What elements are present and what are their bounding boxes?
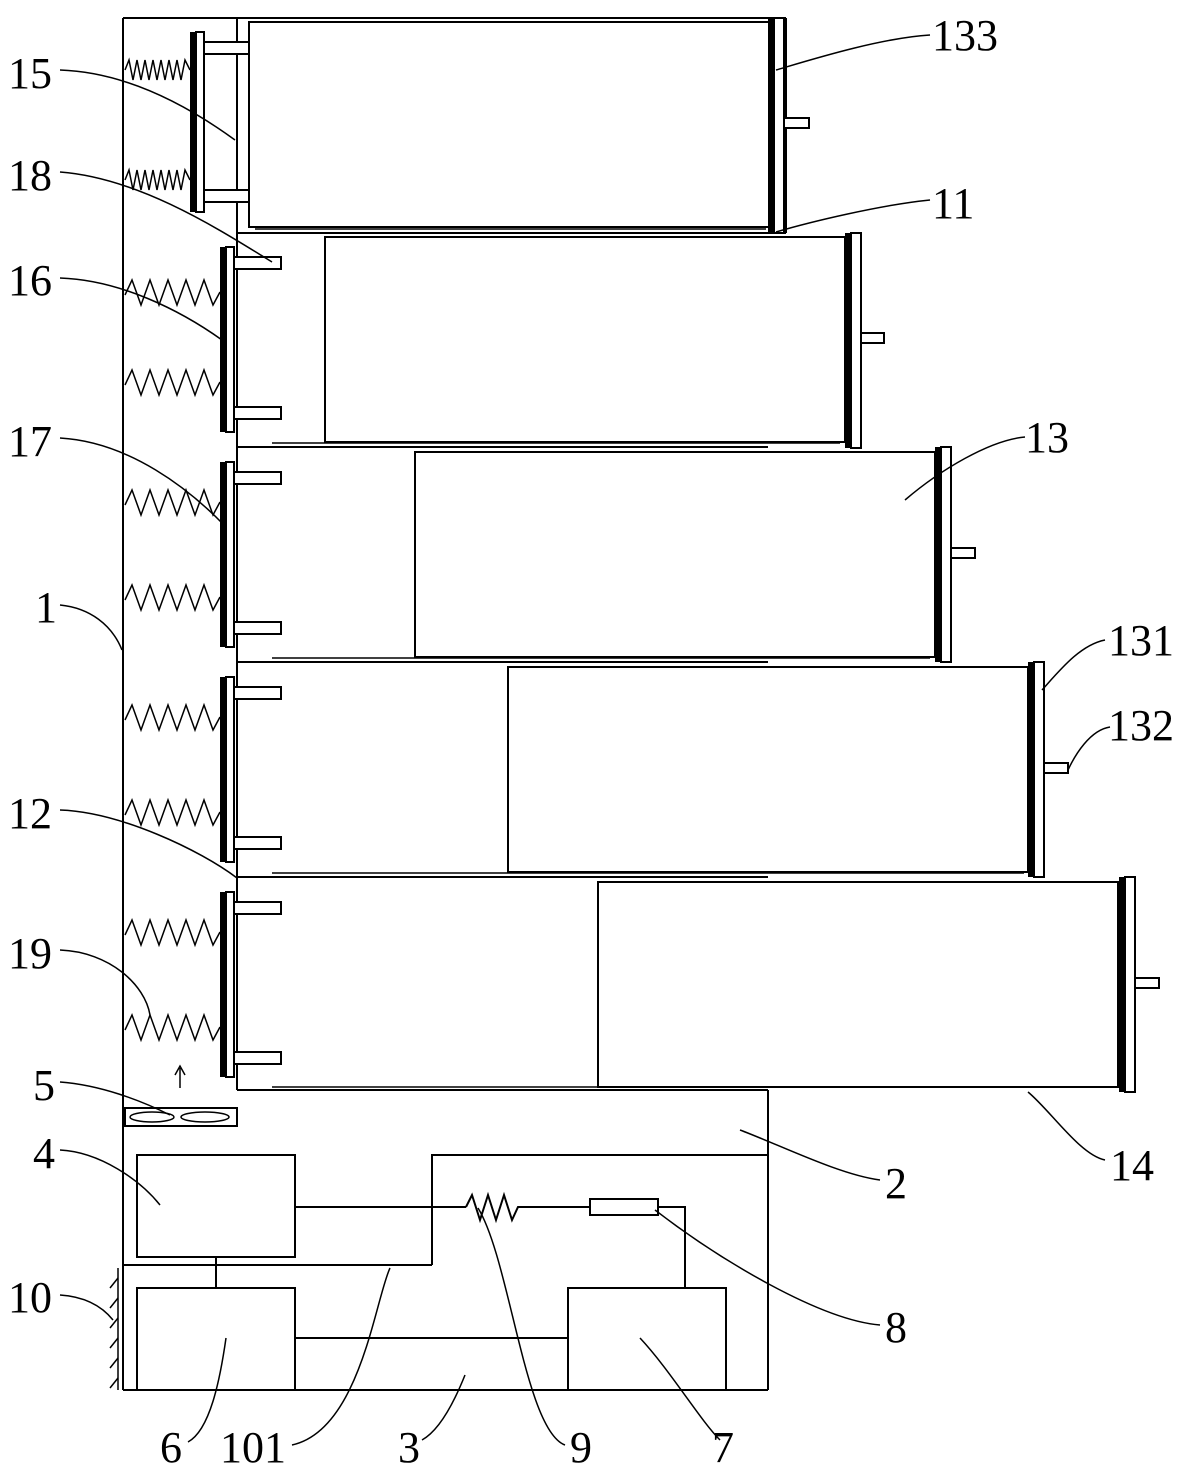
label-18: 18 — [8, 151, 52, 200]
label-3: 3 — [398, 1423, 420, 1472]
box-7 — [567, 1287, 727, 1391]
springs — [124, 57, 221, 1043]
drawer-4 — [272, 661, 1069, 878]
spring-assembly-4 — [220, 676, 282, 863]
label-1: 1 — [35, 583, 57, 632]
label-11: 11 — [932, 179, 974, 228]
label-101: 101 — [220, 1423, 286, 1472]
battery-box-6 — [136, 1287, 296, 1391]
label-16: 16 — [8, 256, 52, 305]
wall-hatch — [109, 1268, 119, 1390]
label-133: 133 — [932, 11, 998, 60]
label-14: 14 — [1110, 1141, 1154, 1190]
spring-assembly-3 — [220, 461, 282, 648]
control-box-4 — [136, 1154, 296, 1258]
label-15: 15 — [8, 49, 52, 98]
fan — [124, 1064, 238, 1127]
wiring — [215, 1154, 768, 1390]
label-131: 131 — [1108, 616, 1174, 665]
label-7: 7 — [712, 1423, 734, 1472]
drawer-5 — [272, 876, 1160, 1093]
label-5: 5 — [33, 1061, 55, 1110]
spring-assembly-2 — [220, 246, 282, 433]
leader-lines — [59, 34, 1111, 1446]
label-2: 2 — [885, 1159, 907, 1208]
drawer-3 — [272, 446, 976, 663]
drawer-1 — [248, 17, 810, 234]
label-12: 12 — [8, 789, 52, 838]
label-8: 8 — [885, 1303, 907, 1352]
label-132: 132 — [1108, 701, 1174, 750]
labels: 15 18 16 17 1 12 19 5 4 10 6 101 3 9 7 8… — [8, 11, 1174, 1472]
spring-assembly-5 — [220, 891, 282, 1078]
label-17: 17 — [8, 417, 52, 466]
drawer-2 — [272, 232, 885, 449]
label-19: 19 — [8, 929, 52, 978]
label-10: 10 — [8, 1273, 52, 1322]
spring-assembly-1 — [190, 31, 250, 213]
label-13: 13 — [1025, 413, 1069, 462]
label-6: 6 — [160, 1423, 182, 1472]
label-4: 4 — [33, 1129, 55, 1178]
shelves — [237, 18, 787, 878]
label-9: 9 — [570, 1423, 592, 1472]
